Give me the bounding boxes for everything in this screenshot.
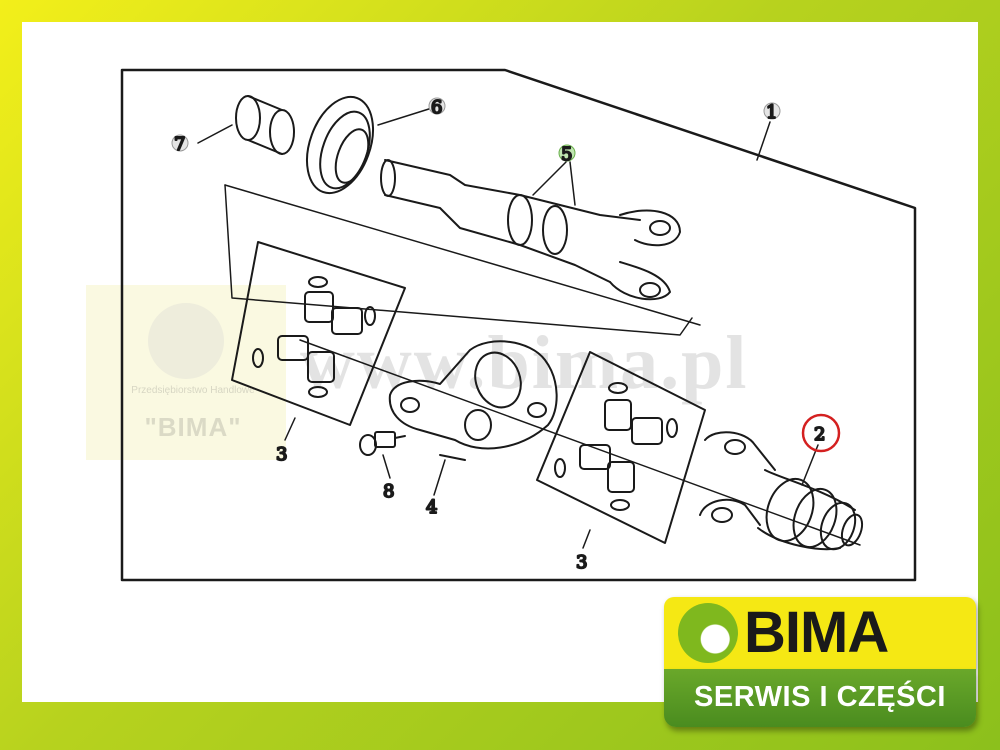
logo-name: BIMA	[744, 600, 889, 665]
callout-1: 1	[766, 102, 777, 123]
callout-5: 5	[561, 144, 572, 165]
leader-lines	[197, 107, 819, 549]
callout-bubble-1	[763, 102, 781, 120]
watermark-company-text: Przedsiębiorstwo Handlowe	[131, 385, 255, 396]
center-housing-part	[388, 340, 558, 461]
watermark-logo-block	[86, 285, 286, 460]
seal-part	[306, 95, 374, 195]
logo-bottom-panel: SERWIS I CZĘŚCI	[664, 669, 976, 727]
boot-yoke-part	[699, 431, 864, 551]
watermark-company-name: "BIMA"	[144, 412, 242, 442]
cross-kit-left	[231, 241, 406, 426]
logo-top-panel: BIMA	[664, 597, 976, 669]
sleeve-part	[235, 95, 295, 155]
logo-ball-icon	[678, 603, 738, 663]
group-outline-top	[224, 184, 701, 326]
callout-bubble-6	[428, 97, 446, 115]
callout-3-right: 3	[576, 552, 587, 573]
callout-4: 4	[426, 497, 437, 518]
callout-8: 8	[383, 481, 394, 502]
callout-bubble-5	[558, 144, 576, 162]
grease-nipple-part	[359, 431, 406, 456]
callout-bubble-7	[171, 134, 189, 152]
bima-logo: BIMA SERWIS I CZĘŚCI	[664, 597, 976, 730]
axis-line	[299, 339, 861, 546]
highlight-ring-2	[801, 413, 841, 453]
watermark-ball-icon	[148, 303, 224, 379]
shaft-part	[380, 159, 681, 301]
cross-kit-right	[536, 351, 706, 544]
group-outline	[224, 184, 693, 336]
diagram-border	[120, 68, 917, 582]
logo-tagline: SERWIS I CZĘŚCI	[694, 681, 946, 713]
callout-6: 6	[431, 97, 442, 118]
callout-7: 7	[174, 134, 185, 155]
callout-2: 2	[814, 424, 825, 445]
callout-3-left: 3	[276, 444, 287, 465]
